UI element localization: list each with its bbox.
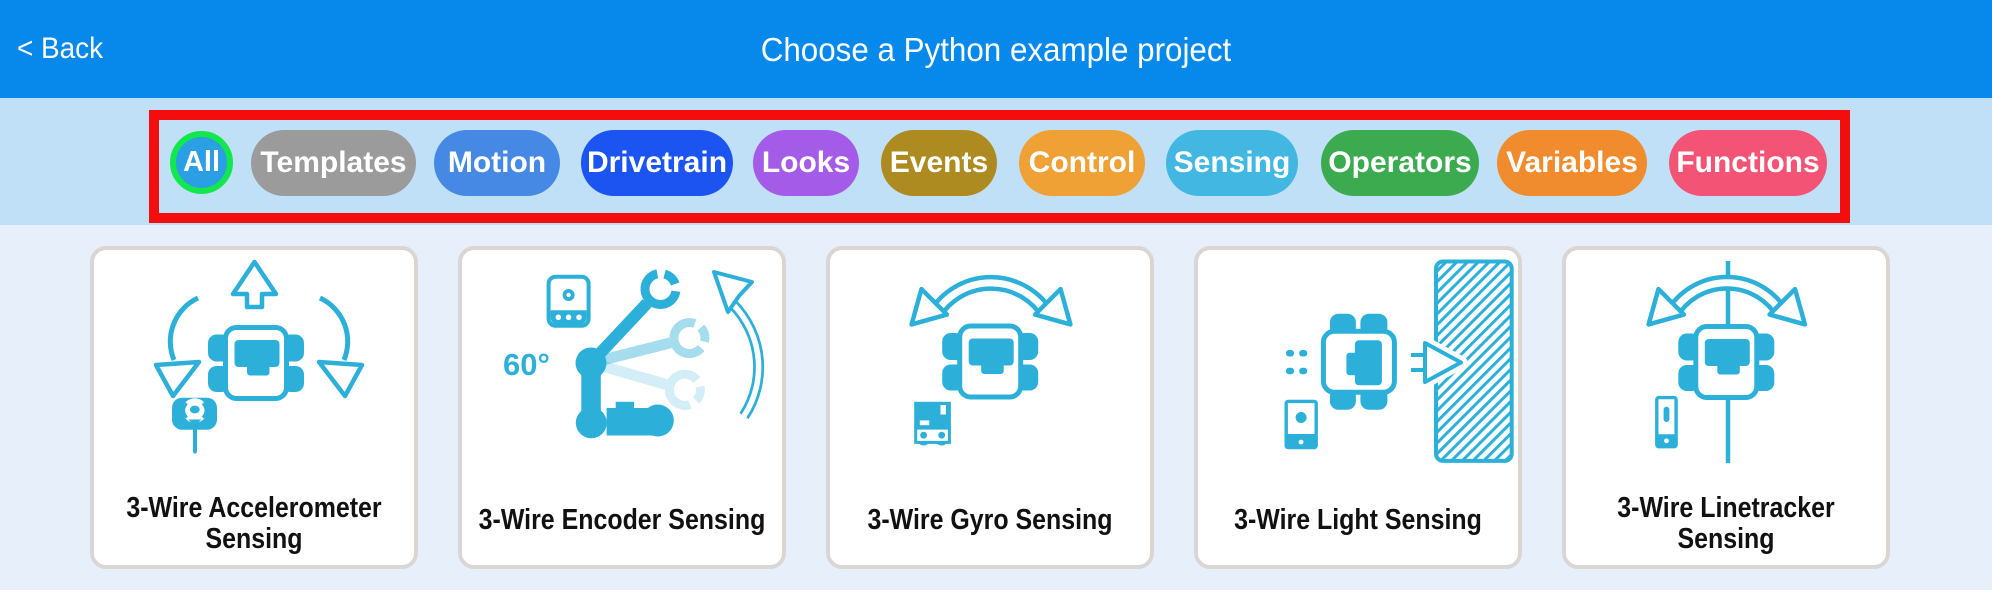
svg-text:60°: 60° bbox=[503, 347, 550, 382]
